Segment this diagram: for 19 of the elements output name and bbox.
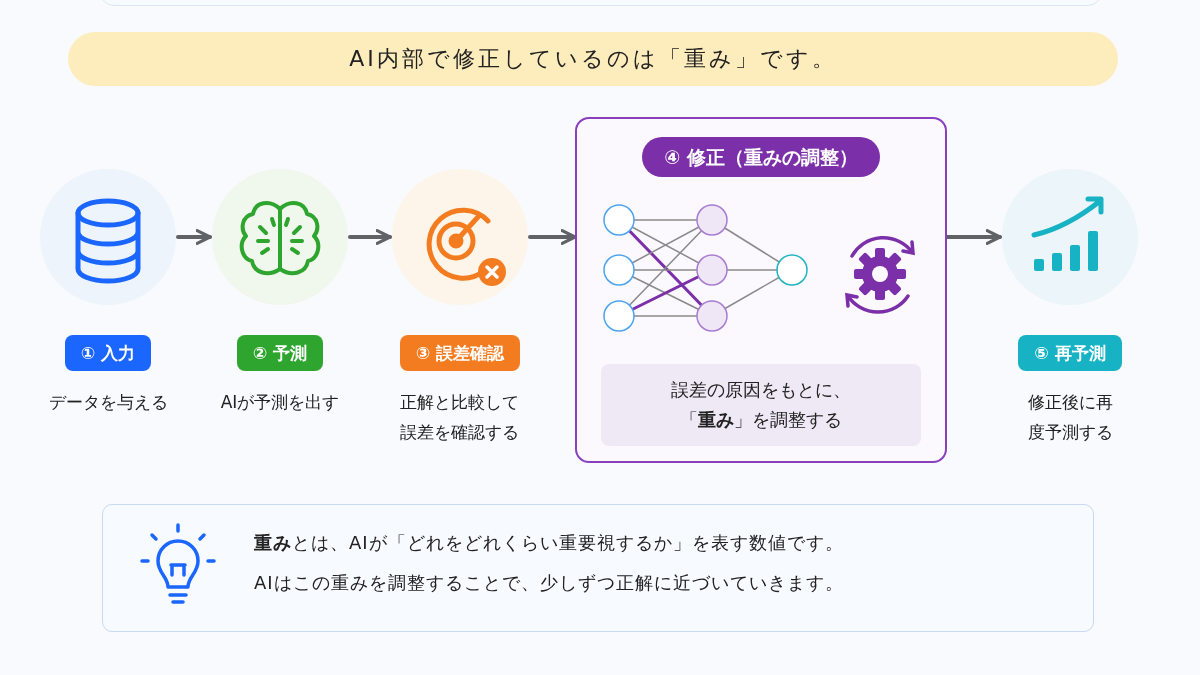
step-panel bbox=[575, 117, 947, 463]
note-text: AIはこの重みを調整することで、少しずつ正解に近づいていきます。 bbox=[254, 571, 844, 595]
arrow bbox=[348, 229, 392, 245]
step-description: データを与える bbox=[47, 391, 169, 414]
step-description: 修正後に再度予測する bbox=[1026, 391, 1114, 444]
step-badge: ⑤ 再予測 bbox=[1018, 335, 1122, 371]
step-badge: ③ 誤差確認 bbox=[399, 335, 521, 371]
description-box: 誤差の原因をもとに、「重み」を調整する bbox=[601, 364, 921, 446]
step-badge: ① 入力 bbox=[64, 335, 152, 371]
arrow bbox=[528, 229, 577, 245]
step-description: AIが予測を出す bbox=[219, 391, 341, 414]
arrow bbox=[176, 229, 212, 245]
note-text: 重みとは、AIが「どれをどれくらい重要視するか」を表す数値です。 bbox=[254, 531, 844, 555]
step-description: 正解と比較して誤差を確認する bbox=[399, 391, 521, 444]
arrow bbox=[945, 229, 1002, 245]
step-badge: ② 予測 bbox=[236, 335, 324, 371]
title-banner: AI内部で修正しているのは「重み」です。 bbox=[68, 32, 1118, 86]
step-badge: ④ 修正（重みの調整） bbox=[642, 137, 880, 177]
tip-box bbox=[102, 504, 1094, 632]
